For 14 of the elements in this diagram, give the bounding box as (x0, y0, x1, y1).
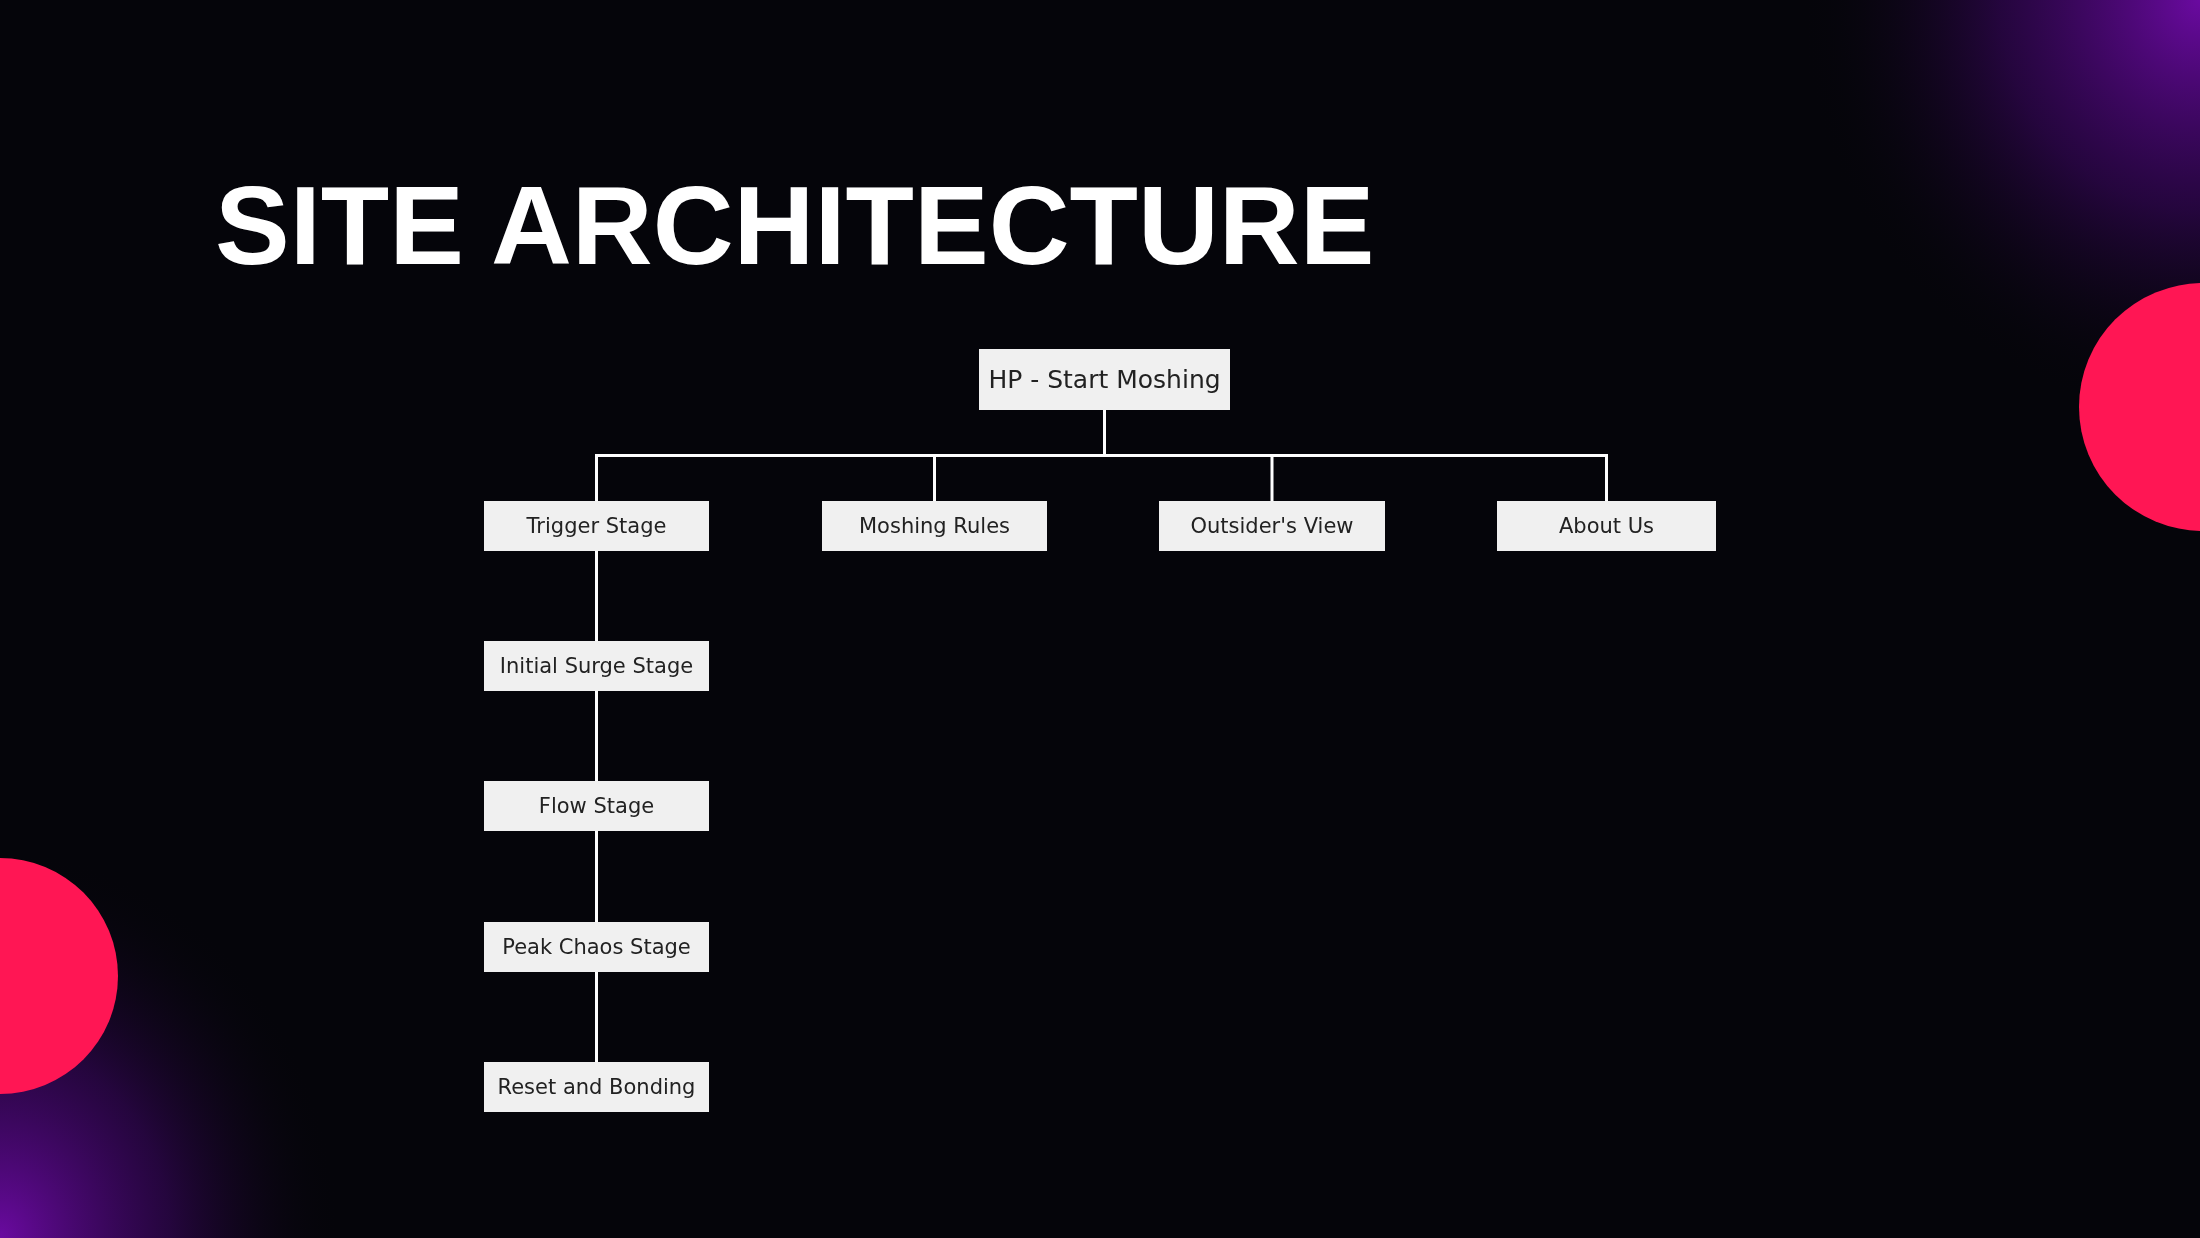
connector-line (595, 831, 598, 922)
connector-line (595, 551, 598, 641)
page-box: Outsider's View (1159, 501, 1385, 551)
page-box: Flow Stage (484, 781, 709, 831)
page-box: HP - Start Moshing (979, 349, 1230, 410)
page-box: Reset and Bonding (484, 1062, 709, 1112)
page-box: About Us (1497, 501, 1716, 551)
page-box: Trigger Stage (484, 501, 709, 551)
page-box: Initial Surge Stage (484, 641, 709, 691)
connector-line (595, 691, 598, 781)
connector-line (595, 972, 598, 1062)
title: SITE ARCHITECTURE (215, 170, 1375, 282)
page-box: Peak Chaos Stage (484, 922, 709, 972)
page-box: Moshing Rules (822, 501, 1047, 551)
